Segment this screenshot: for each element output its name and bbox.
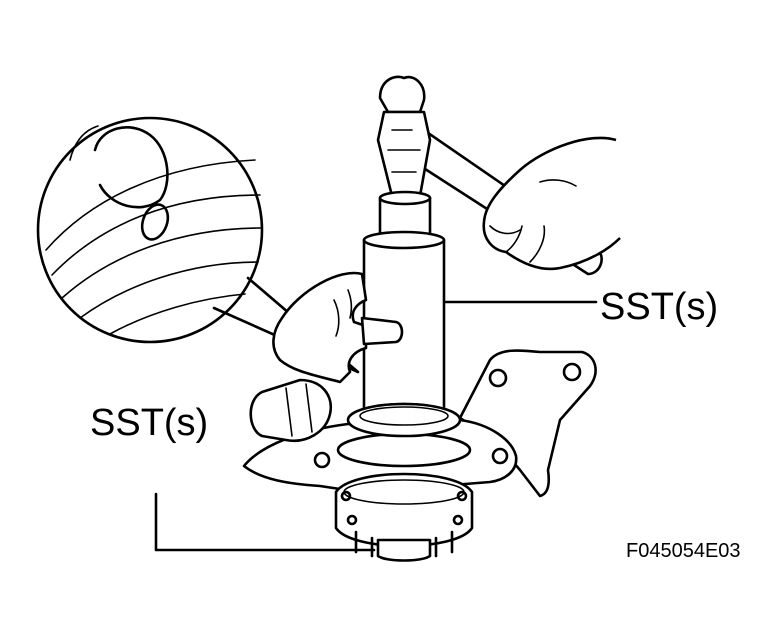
sst-body-top [362,230,446,250]
left-thumb [360,316,404,346]
detail-circle [36,116,264,344]
knuckle-bolt-hole [488,368,508,388]
detail-contour [61,227,263,299]
detail-contour [51,194,261,276]
bearing-seal-inner [359,406,449,426]
knuckle-upper-arm [458,349,597,498]
right-hand [482,136,621,271]
detail-contour [109,293,246,335]
hub-stud-hole [452,514,464,526]
left-hand-outline [272,271,368,384]
knuckle-lines [539,179,577,187]
steering-knuckle [242,349,597,498]
hand-lines [333,289,353,337]
figure-code: F045054E03 [626,540,741,562]
hub-stud-hole [456,490,468,502]
left-hand [272,271,404,384]
detail-callout-wedge [212,276,360,374]
sst-tool [352,190,456,434]
detail-boss [93,126,169,209]
leader-line-lower [154,492,376,552]
hammer-head [376,110,432,198]
detail-magnifier [36,116,360,374]
hub-stud-hole [340,490,352,502]
hammer-detail [387,129,421,173]
hub-studs [354,530,454,558]
hub-lower-cup [376,538,432,562]
lower-hub-sst [334,472,474,562]
sst-lower-label: SST(s) [90,402,209,444]
bearing-seal [346,402,462,438]
hammer-head-top [378,75,426,114]
sst-shaft-top [378,190,432,206]
knuckle-bolt-hole [491,447,509,465]
sst-upper-label: SST(s) [600,286,719,328]
right-hand-outline [482,136,621,271]
knuckle-detail [285,383,313,437]
finger-lines [489,225,546,263]
knuckle-bolt-hole [562,362,582,382]
detail-contour [79,261,259,319]
hub-stud-hole [346,514,358,526]
knuckle-bolt-hole [313,451,331,469]
detail-contour [69,125,99,161]
detail-contour [45,159,256,251]
detail-hole [140,203,170,241]
